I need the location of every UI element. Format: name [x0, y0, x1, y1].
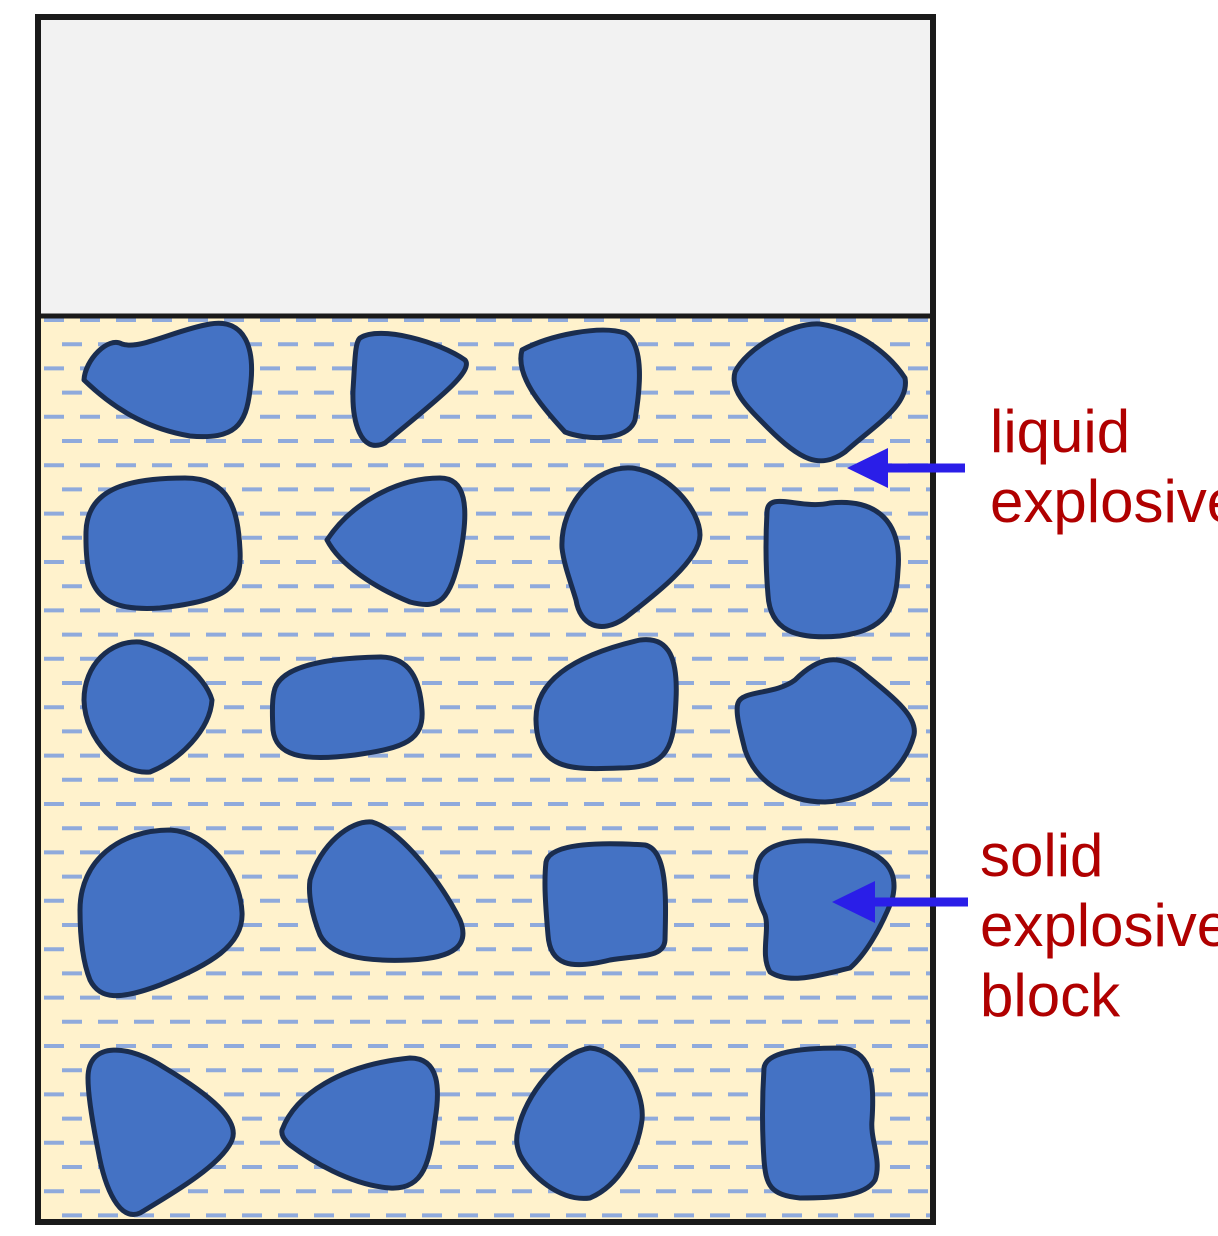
solid-block: [760, 1045, 880, 1201]
solid-block: [279, 1055, 440, 1191]
container-outline: [35, 14, 936, 1225]
solid-block: [350, 330, 469, 448]
solid-block: [77, 827, 245, 999]
solid-block: [559, 465, 703, 629]
label-line: liquid: [990, 398, 1130, 465]
headspace: [38, 17, 933, 316]
solid-block: [269, 654, 425, 761]
solid-block: [81, 639, 215, 775]
solid-block: [307, 819, 466, 963]
liquid-explosive-label: liquid explosive: [990, 398, 1218, 535]
solid-block: [518, 327, 642, 441]
solid-block: [324, 475, 468, 607]
solid-explosive-blocks: [77, 320, 917, 1217]
solid-block: [731, 321, 908, 464]
solid-block: [542, 841, 669, 968]
solid-block: [734, 657, 917, 805]
label-line: explosive: [980, 892, 1218, 959]
solid-pointer-arrow: [832, 881, 968, 923]
label-line: solid: [980, 822, 1103, 889]
solid-block: [753, 838, 897, 981]
solid-block: [763, 498, 901, 640]
solid-block: [81, 320, 255, 440]
label-line: block: [980, 962, 1121, 1029]
solid-block: [533, 637, 679, 772]
solid-block: [514, 1045, 645, 1201]
solid-block: [83, 475, 243, 611]
solid-block: [85, 1047, 236, 1217]
solid-explosive-block-label: solid explosive block: [980, 822, 1218, 1029]
label-line: explosive: [990, 468, 1218, 535]
liquid-pointer-arrow: [847, 448, 965, 488]
